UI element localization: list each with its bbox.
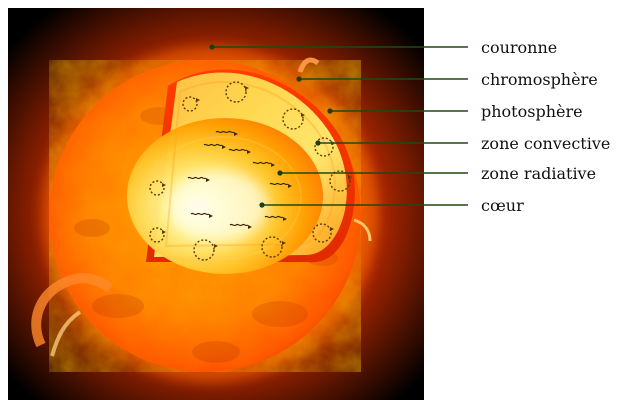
- core-glow: [168, 171, 268, 241]
- leader-dot-photosphere: [327, 108, 333, 114]
- label-couronne: couronne: [481, 38, 557, 57]
- leader-dot-zone-radiative: [277, 170, 283, 176]
- radiative-boundary: [144, 136, 302, 260]
- convection-arrows: [162, 86, 352, 248]
- label-photosphere: photosphère: [481, 102, 583, 121]
- prominence-left: [31, 273, 113, 348]
- prominence-right: [353, 218, 372, 242]
- label-coeur: cœur: [481, 196, 524, 215]
- label-zone-radiative: zone radiative: [481, 164, 596, 183]
- leader-lines: [212, 46, 468, 206]
- leader-dot-couronne: [209, 44, 215, 50]
- prominence-top: [297, 57, 320, 73]
- photon-waves: [187, 130, 289, 227]
- label-zone-convective: zone convective: [481, 134, 610, 153]
- convection-loops: [149, 81, 351, 261]
- photon-arrowheads: [206, 132, 292, 229]
- leader-dot-coeur: [259, 202, 265, 208]
- convective-boundary: [164, 81, 336, 248]
- prominence-left-highlight: [50, 310, 82, 357]
- leader-dot-chromosphere: [296, 76, 302, 82]
- label-chromosphere: chromosphère: [481, 70, 598, 89]
- leader-dots: [209, 44, 333, 208]
- leader-dot-zone-convective: [315, 140, 321, 146]
